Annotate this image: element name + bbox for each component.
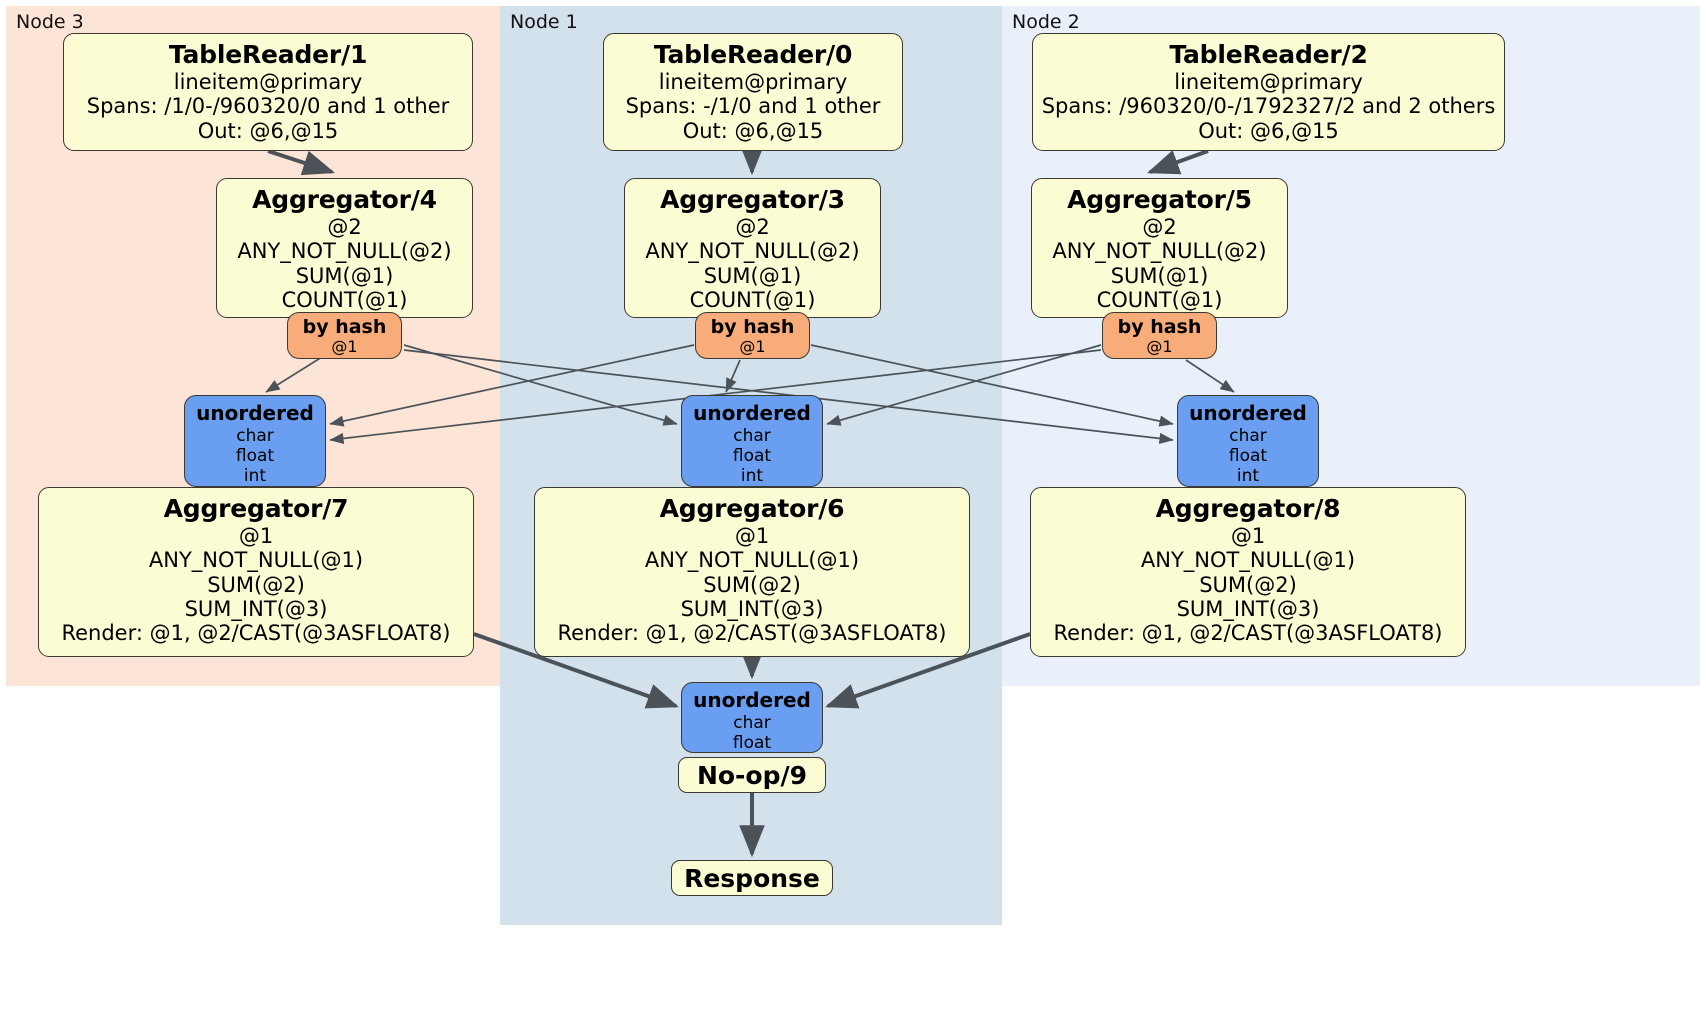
stream-unordered-final[interactable]: unordered char float <box>681 682 823 753</box>
processor-title: Aggregator/7 <box>163 494 349 523</box>
processor-detail: SUM(@1) <box>703 263 802 288</box>
processor-detail: SUM_INT(@3) <box>1176 597 1320 622</box>
processor-detail: lineitem@primary <box>1174 70 1363 94</box>
stream-title: unordered <box>196 401 314 425</box>
router-by-hash-aggregator-5[interactable]: by hash @1 <box>1102 312 1217 359</box>
processor-title: TableReader/1 <box>168 40 368 69</box>
processor-render: Render: @1, @2/CAST(@3ASFLOAT8) <box>1053 621 1443 646</box>
processor-tablereader-1[interactable]: TableReader/1 lineitem@primary Spans: /1… <box>63 33 473 151</box>
processor-detail: @1 <box>1230 524 1266 548</box>
stream-type: float <box>732 732 772 753</box>
processor-detail: SUM(@1) <box>1110 263 1209 288</box>
processor-detail: ANY_NOT_NULL(@1) <box>1140 548 1356 573</box>
processor-detail: SUM(@2) <box>703 572 801 597</box>
stream-type: char <box>1229 425 1267 446</box>
stream-unordered-node2[interactable]: unordered char float int <box>1177 395 1319 487</box>
processor-aggregator-3[interactable]: Aggregator/3 @2 ANY_NOT_NULL(@2) SUM(@1)… <box>624 178 881 318</box>
processor-detail: Spans: /1/0-/960320/0 and 1 other <box>86 94 450 119</box>
stream-type: float <box>732 445 772 466</box>
processor-detail: Out: @6,@15 <box>1198 118 1339 143</box>
processor-detail: COUNT(@1) <box>689 288 816 313</box>
processor-detail: Spans: -/1/0 and 1 other <box>625 94 881 119</box>
processor-tablereader-0[interactable]: TableReader/0 lineitem@primary Spans: -/… <box>603 33 903 151</box>
small-box-label: Response <box>684 863 820 893</box>
node-region-3-label: Node 3 <box>16 11 84 33</box>
processor-detail: @1 <box>734 524 770 548</box>
processor-detail: Spans: /960320/0-/1792327/2 and 2 others <box>1041 94 1496 119</box>
processor-detail: COUNT(@1) <box>1096 288 1223 313</box>
router-column: @1 <box>739 336 766 356</box>
router-by-hash-aggregator-4[interactable]: by hash @1 <box>287 312 402 359</box>
processor-detail: SUM(@1) <box>295 263 394 288</box>
processor-detail: @2 <box>1142 215 1177 239</box>
stream-type: char <box>733 425 771 446</box>
processor-title: Aggregator/3 <box>660 185 845 214</box>
processor-render: Render: @1, @2/CAST(@3ASFLOAT8) <box>61 621 451 646</box>
stream-title: unordered <box>1189 401 1307 425</box>
router-title: by hash <box>1117 316 1202 338</box>
stream-type: char <box>733 712 771 733</box>
response-node[interactable]: Response <box>671 860 833 896</box>
processor-title: Aggregator/8 <box>1155 494 1341 523</box>
processor-detail: Out: @6,@15 <box>197 118 339 143</box>
stream-type: float <box>235 445 275 466</box>
router-title: by hash <box>302 316 387 338</box>
processor-title: Aggregator/6 <box>659 494 845 523</box>
processor-detail: @2 <box>735 215 770 239</box>
processor-no-op-9[interactable]: No-op/9 <box>678 757 826 793</box>
stream-type: int <box>243 465 267 486</box>
processor-title: TableReader/2 <box>1169 40 1368 69</box>
processor-detail: ANY_NOT_NULL(@2) <box>237 239 452 264</box>
processor-detail: Out: @6,@15 <box>682 118 824 143</box>
processor-detail: SUM(@2) <box>207 572 305 597</box>
router-title: by hash <box>710 316 795 338</box>
stream-type: float <box>1228 445 1268 466</box>
stream-type: char <box>236 425 274 446</box>
stream-title: unordered <box>693 688 811 712</box>
processor-aggregator-5[interactable]: Aggregator/5 @2 ANY_NOT_NULL(@2) SUM(@1)… <box>1031 178 1288 318</box>
processor-detail: SUM(@2) <box>1199 572 1297 597</box>
processor-detail: COUNT(@1) <box>281 288 408 313</box>
processor-aggregator-4[interactable]: Aggregator/4 @2 ANY_NOT_NULL(@2) SUM(@1)… <box>216 178 473 318</box>
processor-aggregator-6[interactable]: Aggregator/6 @1 ANY_NOT_NULL(@1) SUM(@2)… <box>534 487 970 657</box>
processor-aggregator-7[interactable]: Aggregator/7 @1 ANY_NOT_NULL(@1) SUM(@2)… <box>38 487 474 657</box>
stream-unordered-node1[interactable]: unordered char float int <box>681 395 823 487</box>
processor-detail: @2 <box>327 215 362 239</box>
stream-title: unordered <box>693 401 811 425</box>
processor-detail: lineitem@primary <box>173 70 363 94</box>
node-region-2-label: Node 2 <box>1012 11 1080 33</box>
node-region-1-label: Node 1 <box>510 11 578 33</box>
router-column: @1 <box>331 336 358 356</box>
processor-render: Render: @1, @2/CAST(@3ASFLOAT8) <box>557 621 947 646</box>
processor-aggregator-8[interactable]: Aggregator/8 @1 ANY_NOT_NULL(@1) SUM(@2)… <box>1030 487 1466 657</box>
router-column: @1 <box>1146 336 1173 356</box>
processor-detail: ANY_NOT_NULL(@1) <box>644 548 860 573</box>
processor-title: TableReader/0 <box>653 40 853 69</box>
router-by-hash-aggregator-3[interactable]: by hash @1 <box>695 312 810 359</box>
processor-detail: SUM_INT(@3) <box>680 597 824 622</box>
processor-detail: @1 <box>238 524 274 548</box>
stream-type: int <box>740 465 764 486</box>
small-box-label: No-op/9 <box>696 760 808 790</box>
processor-title: Aggregator/5 <box>1067 185 1252 214</box>
processor-detail: ANY_NOT_NULL(@2) <box>1052 239 1267 264</box>
processor-detail: SUM_INT(@3) <box>184 597 328 622</box>
processor-tablereader-2[interactable]: TableReader/2 lineitem@primary Spans: /9… <box>1032 33 1505 151</box>
stream-unordered-node3[interactable]: unordered char float int <box>184 395 326 487</box>
processor-title: Aggregator/4 <box>252 185 437 214</box>
processor-detail: ANY_NOT_NULL(@2) <box>645 239 860 264</box>
processor-detail: lineitem@primary <box>658 70 848 94</box>
stream-type: int <box>1236 465 1260 486</box>
processor-detail: ANY_NOT_NULL(@1) <box>148 548 364 573</box>
